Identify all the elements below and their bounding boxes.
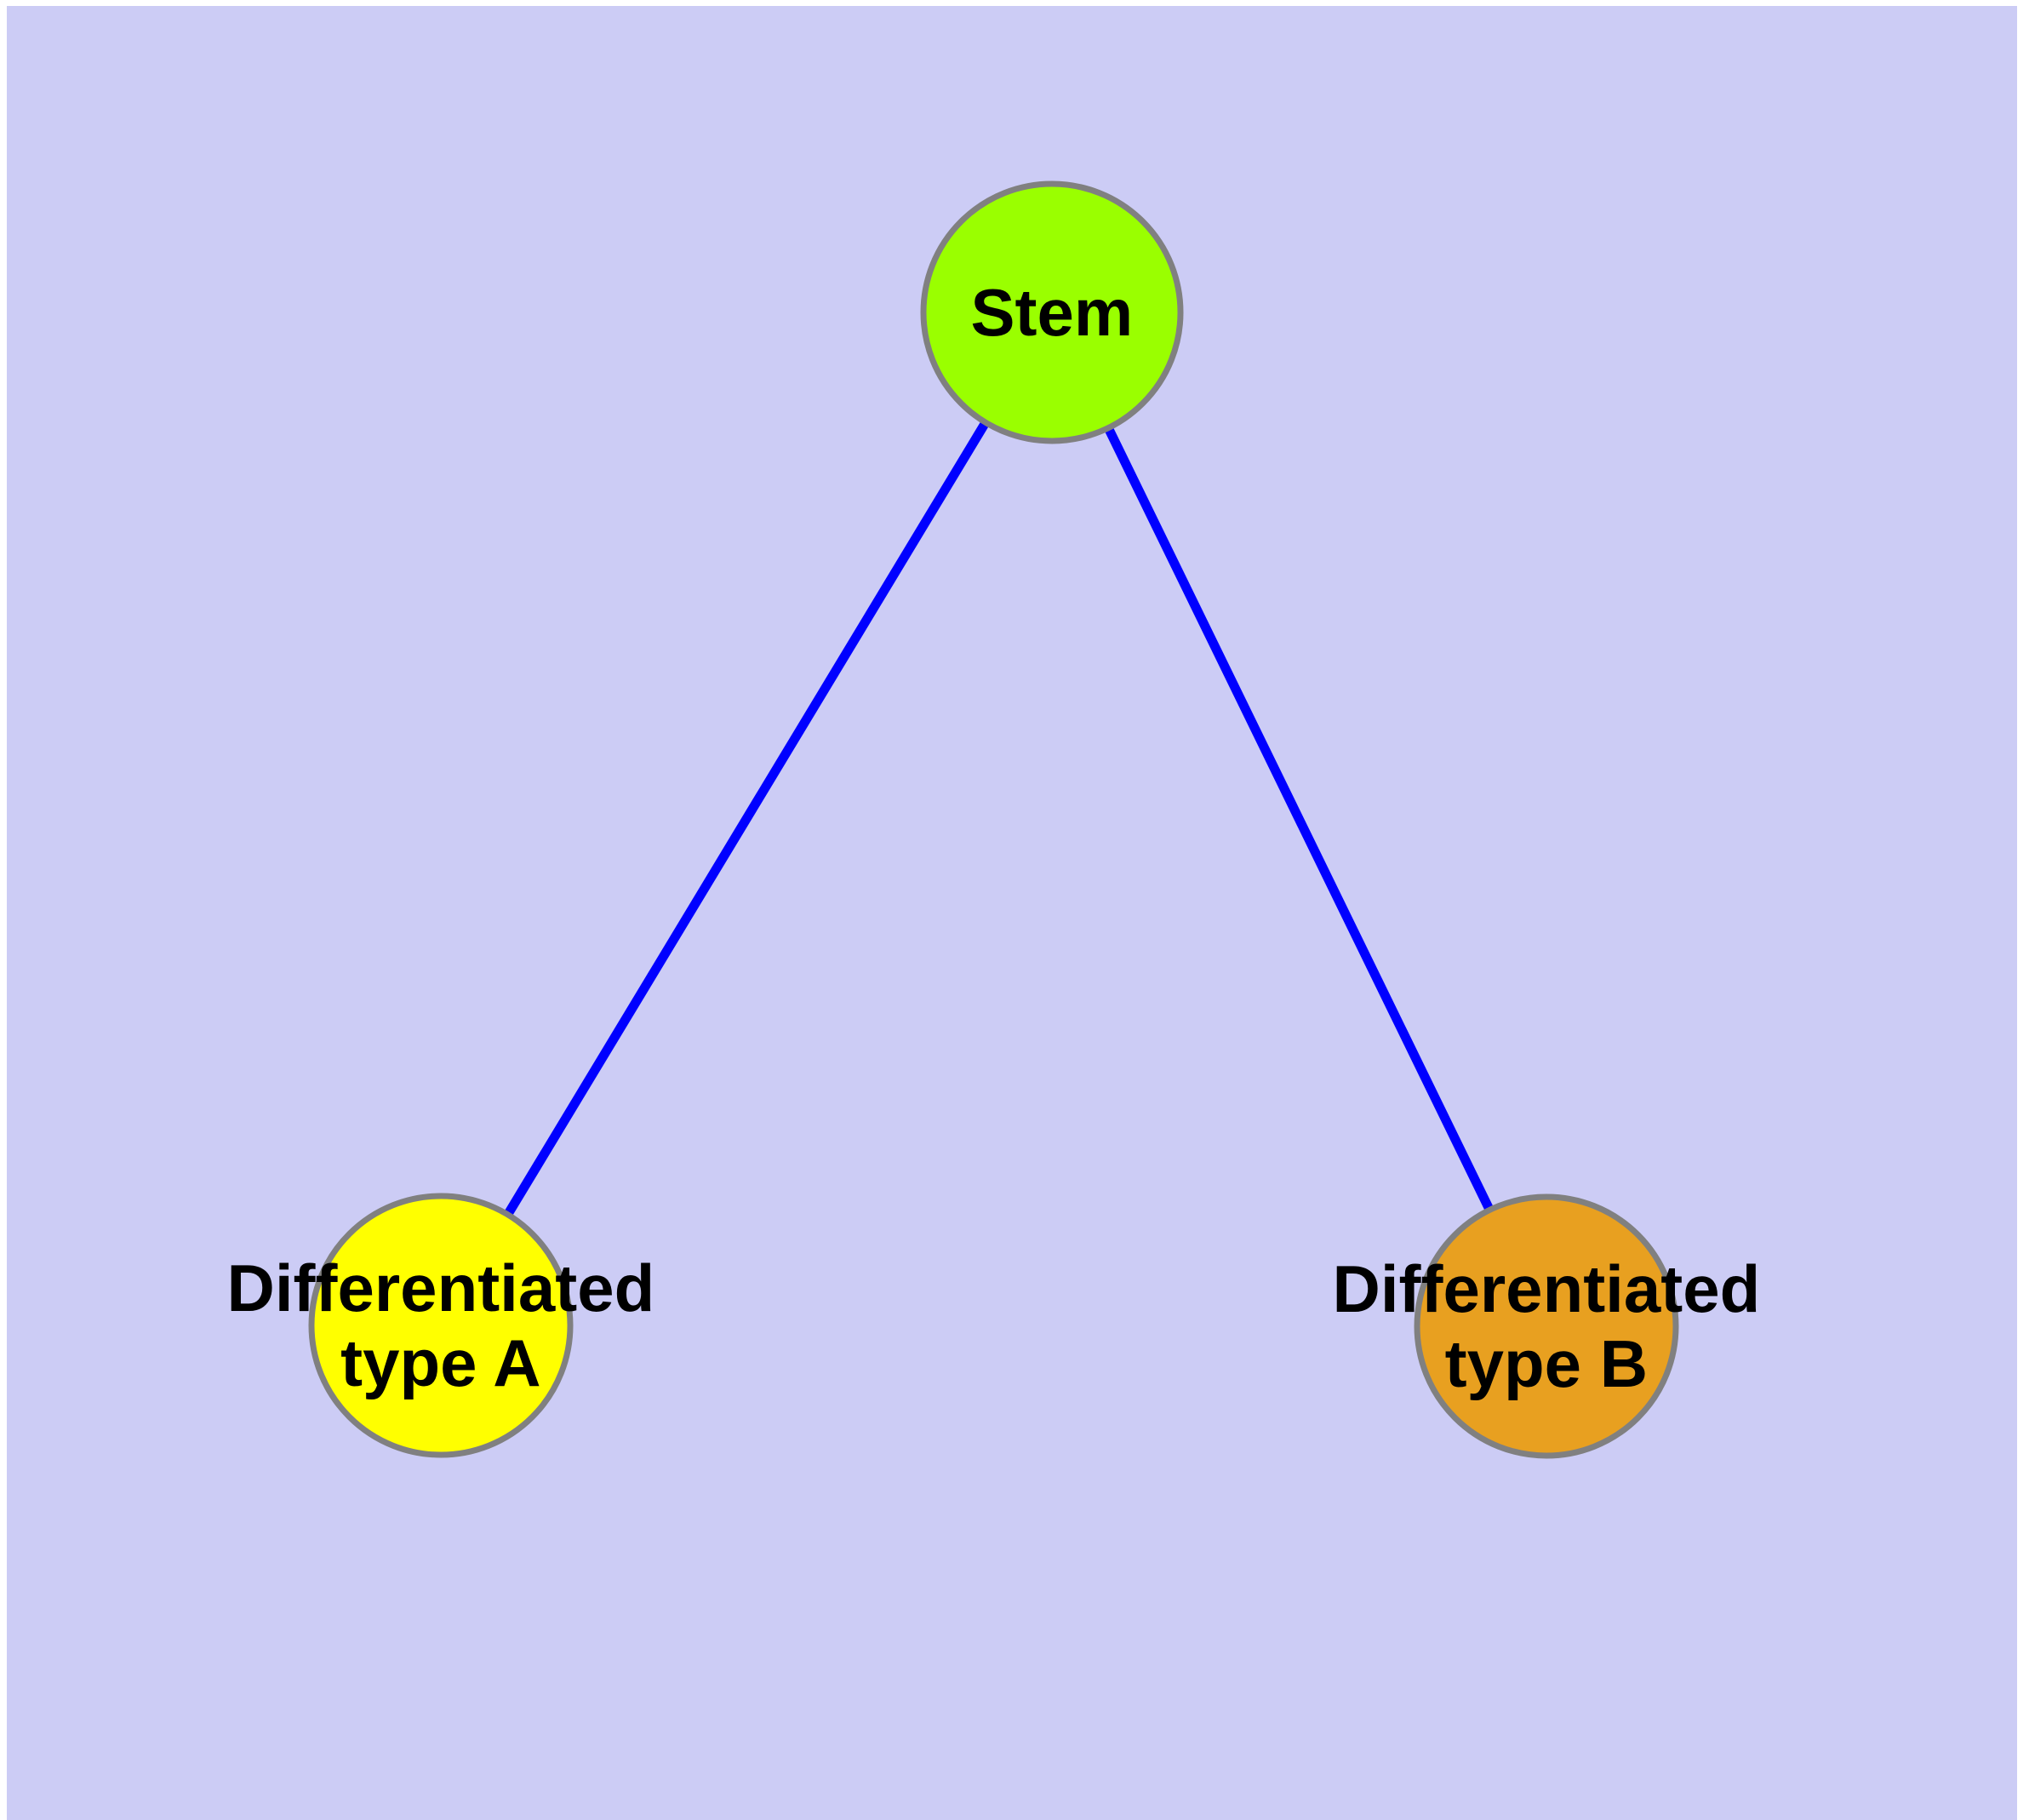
graph-node-diff_a[interactable] [308,1193,574,1458]
graph-node-diff_b[interactable] [1414,1193,1679,1459]
edge-layer [504,421,1494,1216]
graph-edge [1104,426,1494,1211]
node-layer [308,180,1679,1459]
graph-node-stem[interactable] [920,180,1184,444]
graph-edge [504,421,989,1216]
